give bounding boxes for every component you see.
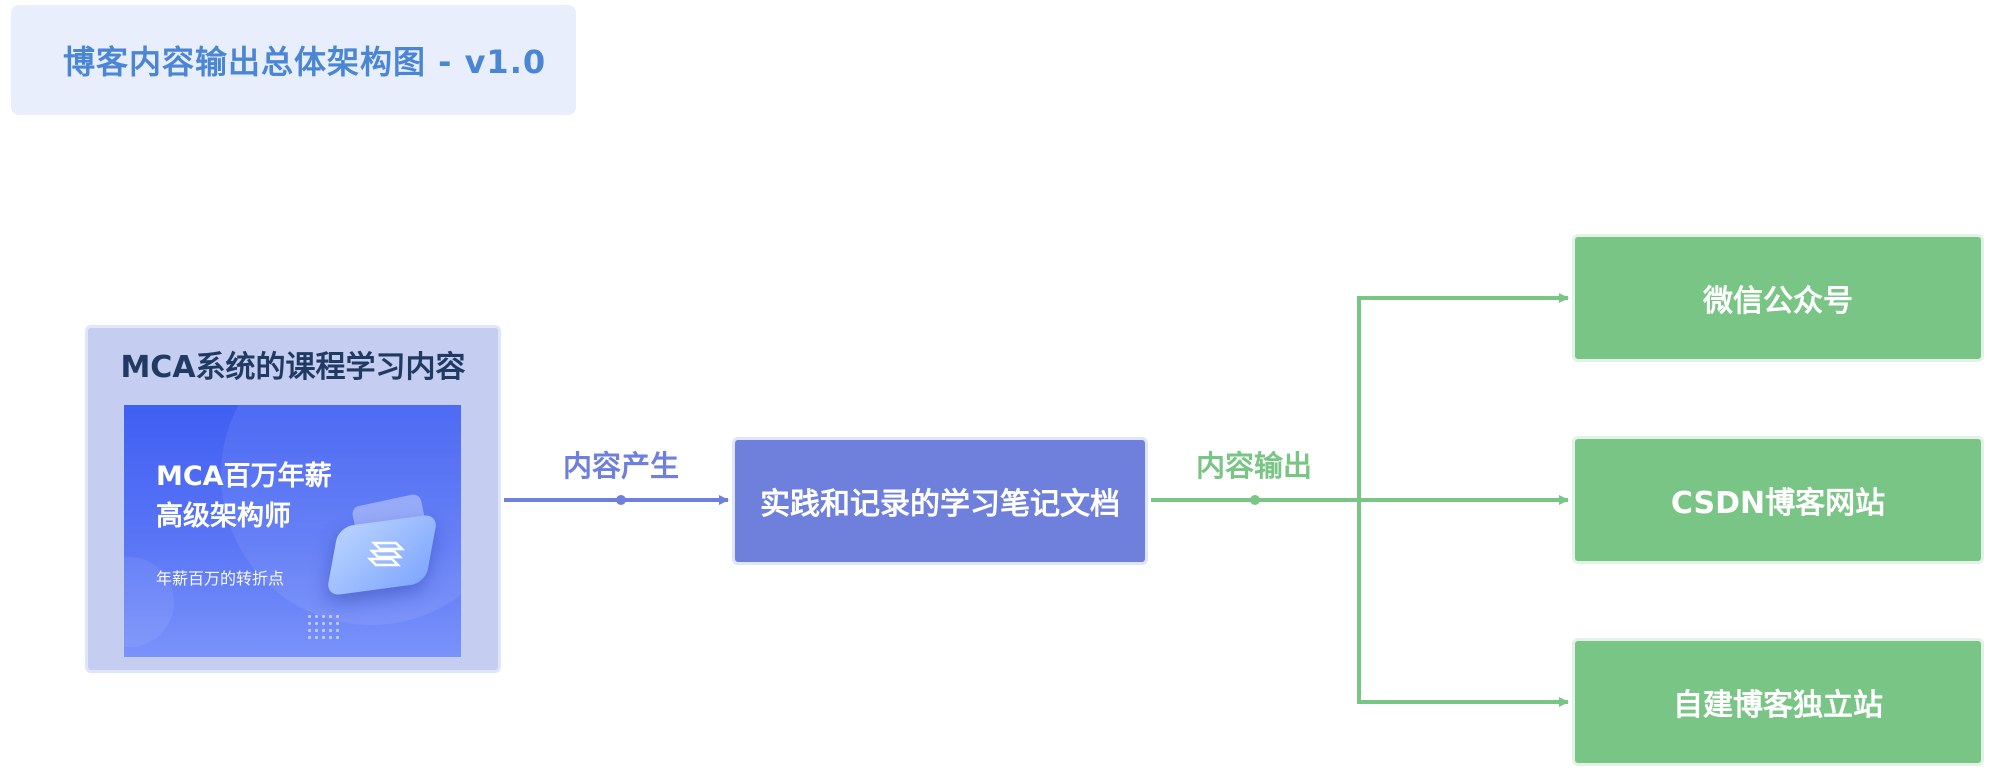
banner-headline-line2: 高级架构师 — [156, 501, 291, 532]
output-node-wechat[interactable]: 微信公众号 — [1572, 234, 1984, 362]
source-title: MCA系统的课程学习内容 — [120, 350, 466, 385]
banner-headline-line1: MCA百万年薪 — [156, 461, 332, 492]
edge-produce-dot — [616, 495, 626, 505]
notes-document-node[interactable]: 实践和记录的学习笔记文档 — [732, 437, 1148, 565]
diagram-title-box: 博客内容输出总体架构图 - v1.0 — [11, 5, 576, 115]
output-label-csdn: CSDN博客网站 — [1670, 486, 1886, 521]
banner-headline: MCA百万年薪 高级架构师 — [156, 457, 376, 537]
edge-label-produce: 内容产生 — [563, 449, 680, 483]
course-banner-image: MCA百万年薪 高级架构师 年薪百万的转折点 — [124, 405, 461, 657]
layers-icon — [366, 541, 406, 567]
output-label-wechat: 微信公众号 — [1703, 284, 1853, 319]
banner-dot-grid — [306, 613, 342, 639]
diagram-title: 博客内容输出总体架构图 - v1.0 — [63, 43, 547, 81]
output-label-blog: 自建博客独立站 — [1673, 688, 1883, 723]
edge-output-dot — [1250, 495, 1260, 505]
source-node[interactable]: MCA系统的课程学习内容 MCA百万年薪 高级架构师 年薪百万的转折点 — [85, 325, 501, 673]
notes-document-label: 实践和记录的学习笔记文档 — [760, 487, 1120, 522]
banner-subline: 年薪百万的转折点 — [156, 569, 285, 588]
edge-label-output: 内容输出 — [1196, 449, 1313, 483]
output-node-blog[interactable]: 自建博客独立站 — [1572, 638, 1984, 766]
output-node-csdn[interactable]: CSDN博客网站 — [1572, 436, 1984, 564]
